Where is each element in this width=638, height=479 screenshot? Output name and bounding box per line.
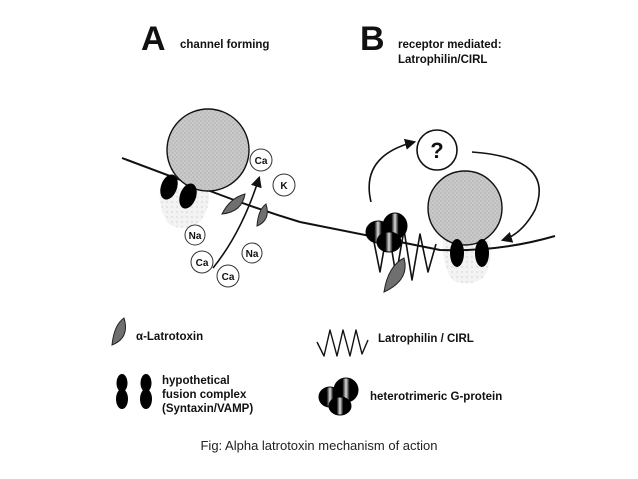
synaptic-vesicle-b	[427, 170, 503, 246]
svg-text:Ca: Ca	[222, 272, 235, 283]
panel-b-illustration: ?	[299, 129, 556, 293]
panel-b-title-line1: receptor mediated:	[398, 39, 502, 51]
legend-gprotein-label: heterotrimeric G-protein	[370, 391, 502, 403]
membrane-a	[121, 157, 301, 223]
signal-arrow-up	[368, 138, 417, 203]
legend-gprotein: heterotrimeric G-protein	[318, 377, 502, 416]
svg-text:Na: Na	[189, 231, 202, 242]
legend-latrotoxin: α-Latrotoxin	[111, 317, 203, 346]
figure-caption: Fig: Alpha latrotoxin mechanism of actio…	[200, 438, 438, 453]
legend: α-Latrotoxin Latrophilin / CIRL hypothet…	[111, 317, 502, 416]
ion-flow-arrow	[212, 175, 262, 269]
fusion-complex-legend-icon	[116, 374, 152, 409]
ion-ca-3: Ca	[216, 264, 240, 288]
latrotoxin-legend-icon	[111, 317, 126, 346]
g-protein-b	[365, 212, 408, 253]
svg-text:?: ?	[430, 138, 443, 163]
panel-a-illustration: Ca K Na Ca Na Ca	[121, 108, 301, 288]
ion-na-1: Na	[184, 224, 206, 246]
svg-text:Ca: Ca	[255, 156, 268, 167]
legend-fusion-line2: fusion complex	[162, 389, 247, 401]
membrane-b	[299, 221, 556, 252]
synaptic-vesicle-a	[166, 108, 250, 192]
legend-fusion-complex: hypothetical fusion complex (Syntaxin/VA…	[116, 374, 253, 415]
panel-a-title: channel forming	[180, 39, 269, 51]
panel-a-letter: A	[141, 20, 166, 58]
ion-na-2: Na	[241, 242, 263, 264]
latrotoxin-a1	[221, 193, 246, 215]
ion-ca-1: Ca	[249, 148, 273, 172]
svg-text:Ca: Ca	[196, 258, 209, 269]
unknown-messenger: ?	[416, 129, 458, 171]
panel-b-title-line2: Latrophilin/CIRL	[398, 54, 487, 66]
panel-b-letter: B	[360, 20, 385, 58]
ion-k: K	[272, 173, 296, 197]
legend-fusion-line1: hypothetical	[162, 375, 230, 387]
fusion-complex-b	[450, 239, 489, 267]
ion-ca-2: Ca	[190, 250, 214, 274]
svg-text:K: K	[280, 181, 288, 192]
legend-latrophilin: Latrophilin / CIRL	[316, 329, 474, 357]
latrotoxin-b	[383, 257, 406, 293]
legend-latrophilin-label: Latrophilin / CIRL	[378, 333, 474, 345]
legend-fusion-line3: (Syntaxin/VAMP)	[162, 403, 253, 415]
signal-arrow-down	[471, 151, 540, 243]
svg-text:Na: Na	[246, 249, 259, 260]
legend-latrotoxin-label: α-Latrotoxin	[136, 331, 203, 343]
latrophilin-legend-icon	[316, 329, 369, 357]
latrotoxin-a2	[256, 203, 268, 227]
fusion-complex-a	[160, 174, 197, 209]
g-protein-legend-icon	[318, 377, 359, 416]
